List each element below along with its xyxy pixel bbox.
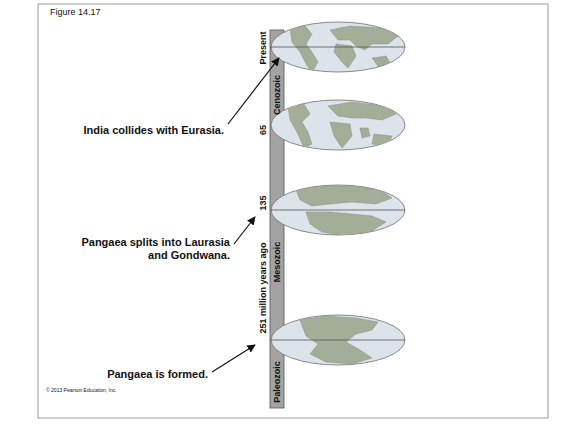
slide-frame xyxy=(38,4,548,418)
time-label: 65 xyxy=(258,125,269,135)
event-label: India collides with Eurasia. xyxy=(83,124,224,137)
globe-present xyxy=(270,22,405,72)
figure-number: Figure 14.17 xyxy=(50,7,101,18)
copyright-note: © 2013 Pearson Education, Inc. xyxy=(46,387,117,393)
event-label: Pangaea is formed. xyxy=(107,368,208,381)
event-label: Pangaea splits into Laurasia and Gondwan… xyxy=(80,236,230,262)
globe-135 xyxy=(270,185,405,236)
leader-arrow xyxy=(228,58,279,124)
time-label: Present xyxy=(258,31,269,64)
era-label: Mesozoic xyxy=(272,242,283,283)
era-label: Cenozoic xyxy=(272,75,283,115)
time-label: 135 xyxy=(258,195,269,210)
globe-251 xyxy=(270,315,405,365)
leader-arrow xyxy=(212,345,255,372)
leader-arrow xyxy=(234,217,255,244)
time-label: 251 million years ago xyxy=(258,242,269,333)
globe-65 xyxy=(271,100,405,150)
era-label: Paleozoic xyxy=(272,361,283,403)
